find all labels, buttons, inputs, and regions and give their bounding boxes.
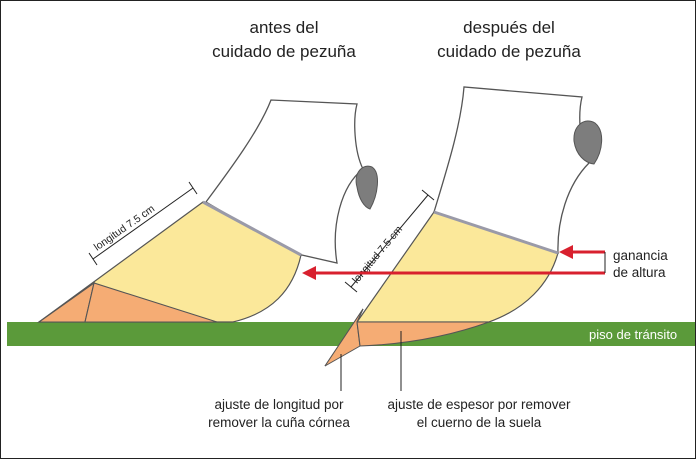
- length-tick-after-a: [344, 281, 358, 293]
- height-gain-arrows: ganancia de altura: [302, 245, 668, 280]
- ground-label: piso de tránsito: [589, 327, 677, 342]
- caption-thickness-line2: el cuerno de la suela: [417, 415, 542, 430]
- coronary-band-after: [433, 210, 559, 255]
- caption-length-line2: remover la cuña córnea: [208, 415, 350, 430]
- dewclaw-after-icon: [573, 120, 603, 165]
- leg-before: [205, 99, 364, 264]
- sole-excess-after: [356, 321, 490, 347]
- gain-label-line2: de altura: [613, 265, 666, 280]
- coronary-band-before: [202, 200, 302, 257]
- hoof-after: longitud 7.5 cm: [324, 86, 603, 367]
- hoof-wall-after: [355, 211, 559, 323]
- hoof-before: longitud 7.5 cm: [37, 99, 378, 323]
- dewclaw-before-icon: [355, 165, 378, 210]
- length-tick-before-b: [188, 181, 198, 195]
- title-after-line2: cuidado de pezuña: [437, 42, 581, 61]
- gain-arrow-bottom-head: [302, 266, 316, 280]
- length-tick-before-a: [88, 252, 98, 266]
- length-line-before: [92, 187, 194, 260]
- gain-arrow-top-head: [559, 245, 573, 259]
- sole-excess-before: [84, 282, 218, 323]
- length-tick-after-b: [421, 189, 435, 201]
- toe-wedge-before: [37, 281, 95, 323]
- caption-length-line1: ajuste de longitud por: [214, 397, 344, 412]
- title-before-line1: antes del: [250, 18, 319, 37]
- title-after-line1: después del: [463, 18, 555, 37]
- title-before-line2: cuidado de pezuña: [212, 42, 356, 61]
- caption-thickness-line1: ajuste de espesor por remover: [387, 397, 571, 412]
- gain-label-line1: ganancia: [613, 248, 668, 263]
